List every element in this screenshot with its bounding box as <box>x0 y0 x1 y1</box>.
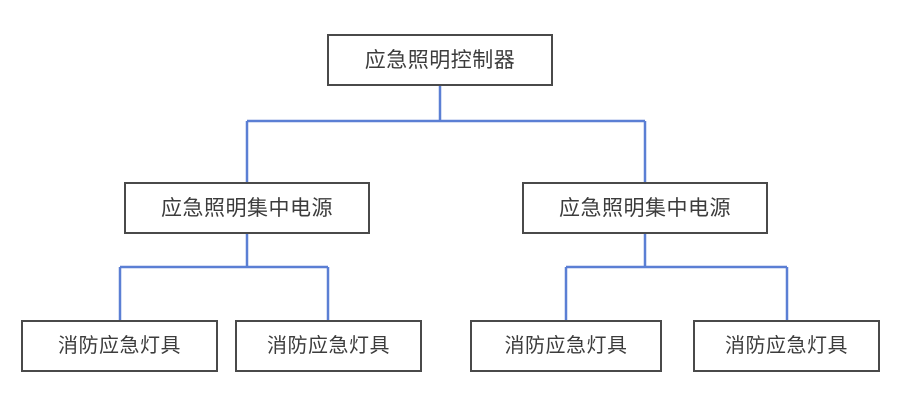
node-label: 应急照明集中电源 <box>559 196 731 220</box>
node-fire-emergency-luminaire-2: 消防应急灯具 <box>235 320 422 372</box>
node-emergency-lighting-controller: 应急照明控制器 <box>327 34 553 86</box>
node-label: 应急照明控制器 <box>364 48 516 72</box>
node-label: 消防应急灯具 <box>504 335 628 357</box>
node-label: 应急照明集中电源 <box>161 196 333 220</box>
node-fire-emergency-luminaire-3: 消防应急灯具 <box>470 320 662 372</box>
node-label: 消防应急灯具 <box>58 335 181 357</box>
node-label: 消防应急灯具 <box>725 335 848 357</box>
node-fire-emergency-luminaire-1: 消防应急灯具 <box>21 320 218 372</box>
node-label: 消防应急灯具 <box>267 335 390 357</box>
node-emergency-lighting-central-power-right: 应急照明集中电源 <box>522 182 768 234</box>
node-fire-emergency-luminaire-4: 消防应急灯具 <box>693 320 880 372</box>
node-emergency-lighting-central-power-left: 应急照明集中电源 <box>124 182 370 234</box>
